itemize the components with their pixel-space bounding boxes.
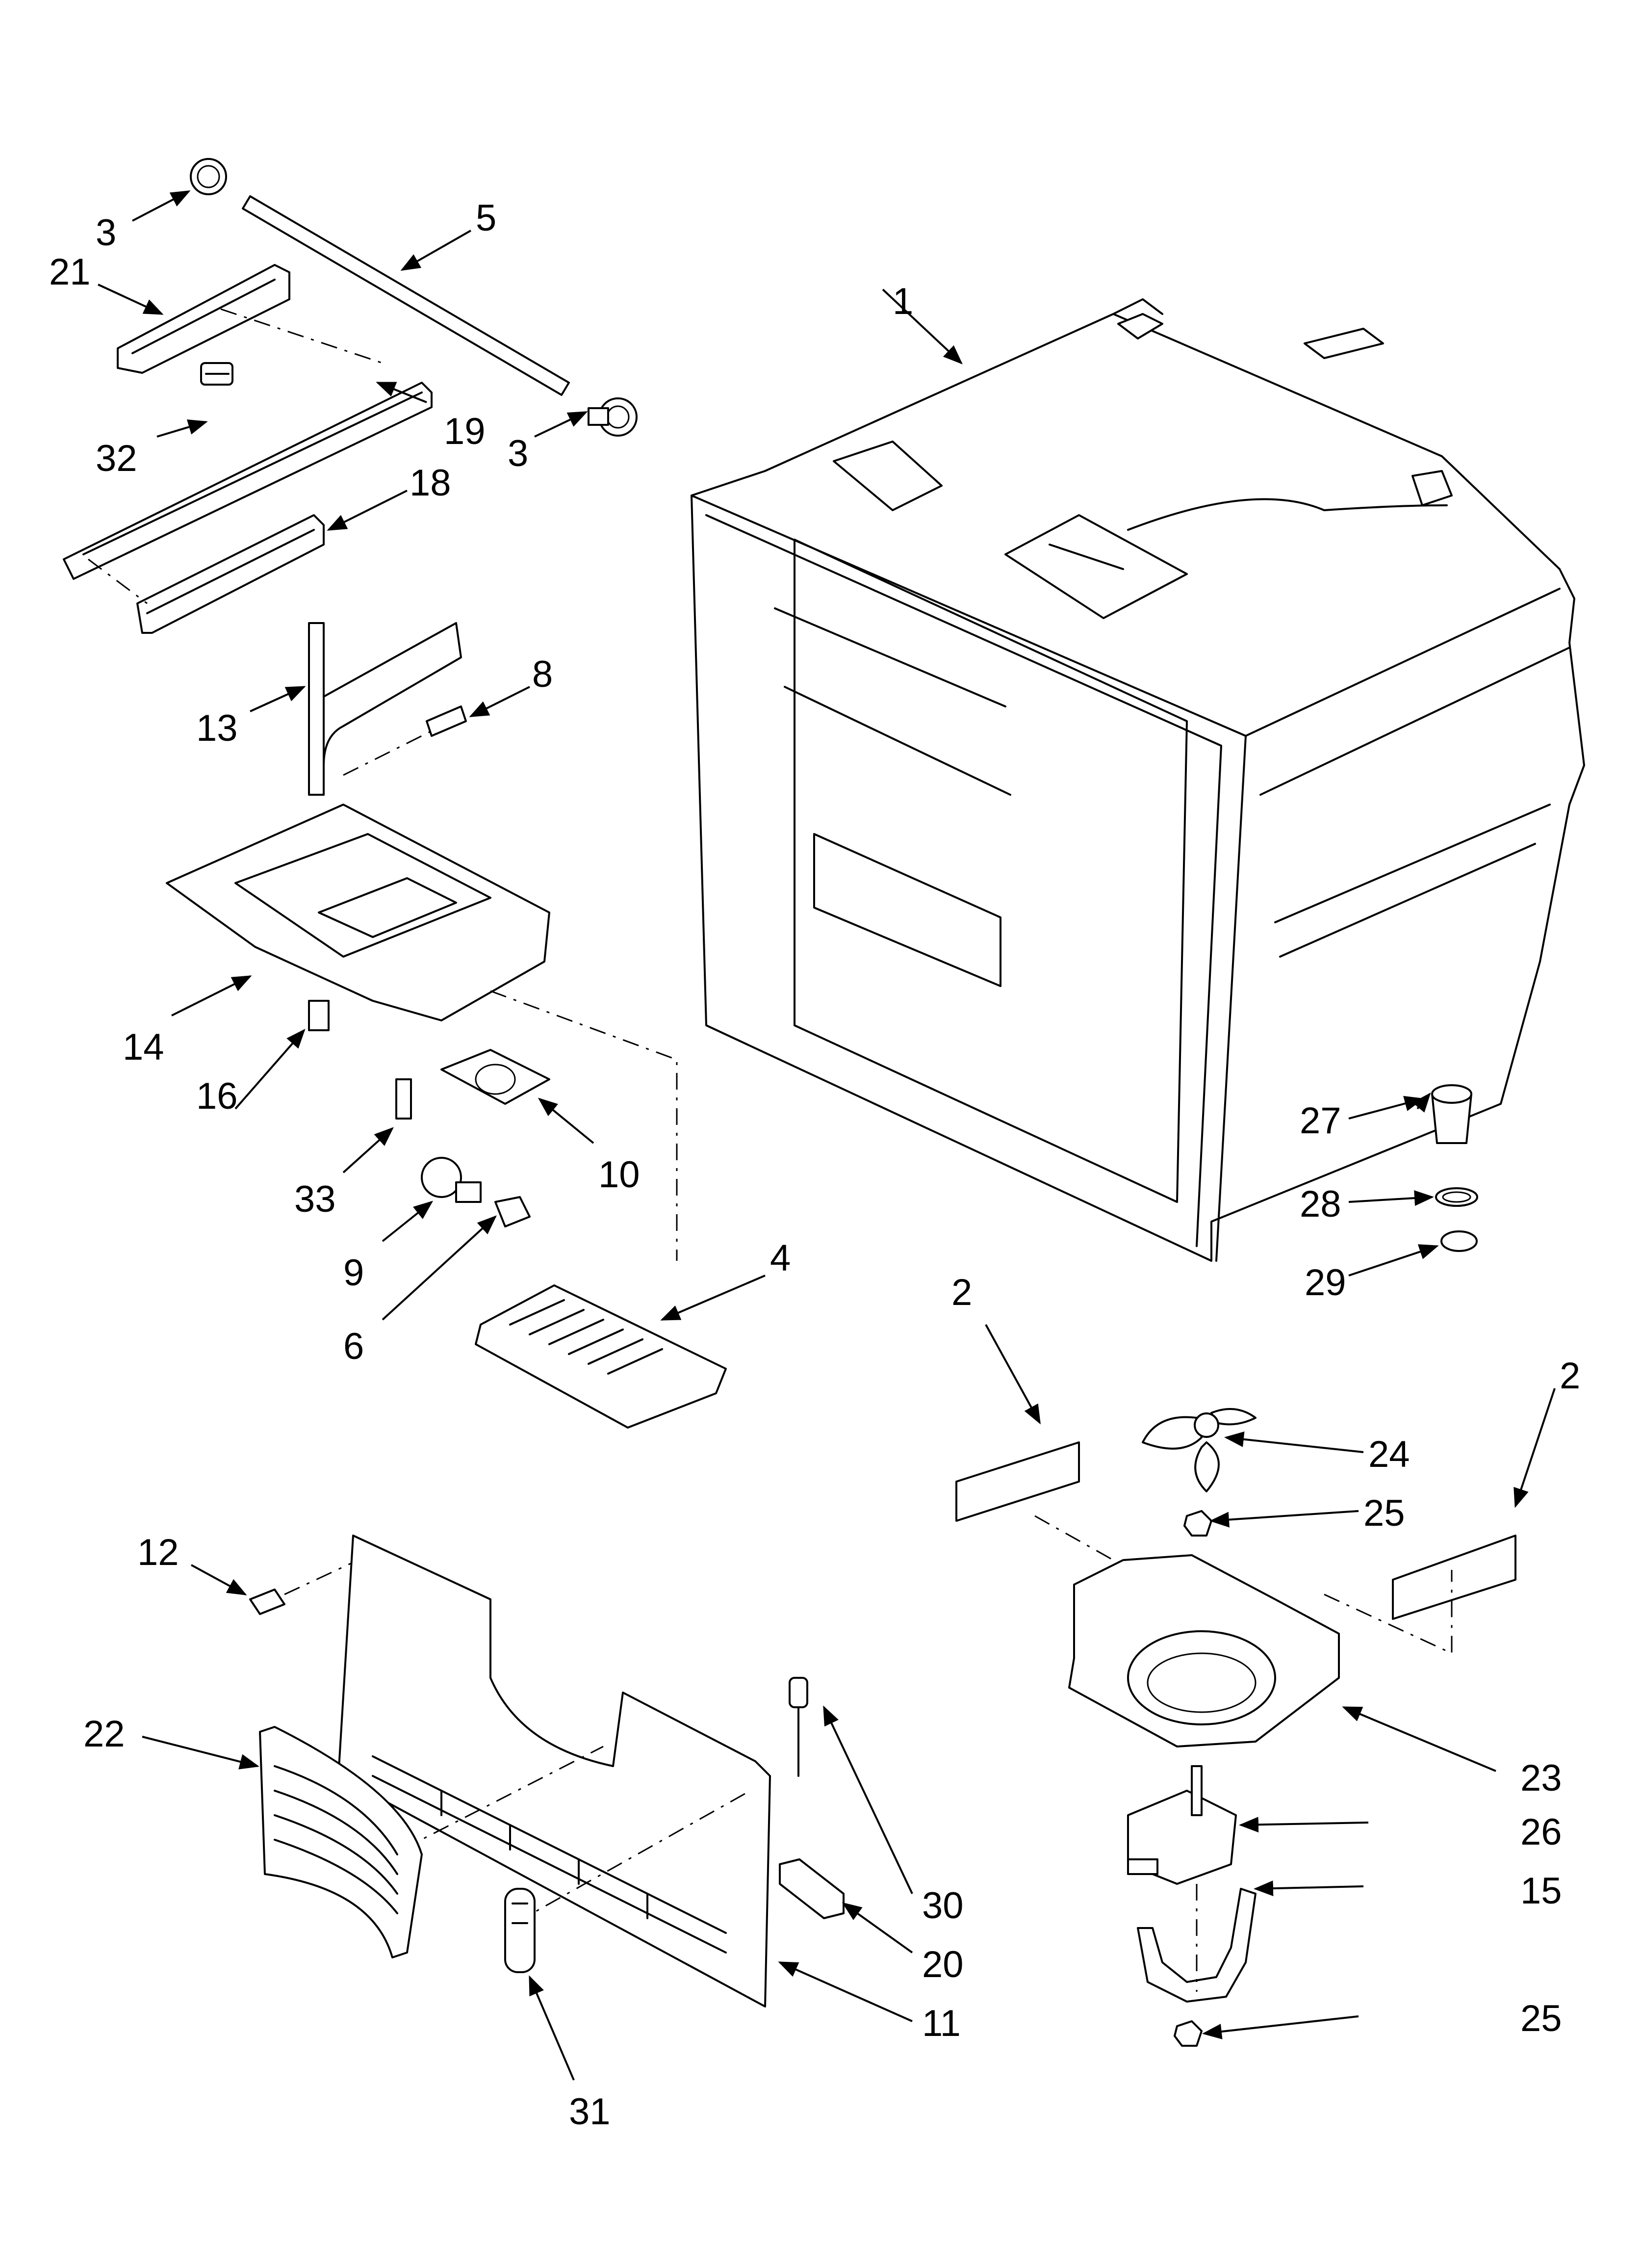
- callout-1: 1: [893, 281, 913, 322]
- callout-2: 2: [1560, 1355, 1580, 1397]
- callout-23: 23: [1520, 1757, 1562, 1799]
- callout-21: 21: [49, 251, 91, 293]
- callout-15: 15: [1520, 1870, 1562, 1912]
- callout-11: 11: [922, 2003, 961, 2044]
- callout-16: 16: [196, 1075, 238, 1117]
- callout-10: 10: [598, 1154, 640, 1196]
- light-bulb-part: [421, 1157, 482, 1203]
- screw-part: [249, 1559, 359, 1615]
- callout-25: 25: [1520, 1998, 1562, 2039]
- switch-part: [308, 1000, 330, 1031]
- callout-25: 25: [1363, 1492, 1405, 1534]
- callout-5: 5: [476, 197, 496, 239]
- slide-rail-part: [63, 382, 433, 634]
- callout-4: 4: [770, 1237, 791, 1279]
- screw-part: [200, 362, 233, 386]
- tray-part: [475, 1284, 727, 1429]
- callout-29: 29: [1305, 1262, 1346, 1303]
- gasket-part: [955, 1441, 1516, 1620]
- rear-panel-part: [337, 1535, 771, 2007]
- callout-22: 22: [83, 1713, 125, 1755]
- callout-9: 9: [343, 1252, 364, 1294]
- leveler-parts: [1431, 1084, 1478, 1252]
- light-lens-part: [440, 1049, 550, 1105]
- callout-18: 18: [410, 462, 451, 504]
- fan-blade-part: [1142, 1408, 1257, 1492]
- grille-part: [259, 1726, 423, 1958]
- screw-part: [395, 1078, 412, 1120]
- clip-part: [504, 1888, 536, 1973]
- callout-32: 32: [96, 438, 137, 479]
- fan-shroud-part: [1034, 1515, 1453, 1747]
- bracket-part: [308, 622, 462, 796]
- callout-13: 13: [196, 707, 238, 749]
- gear-part: [190, 158, 638, 437]
- screw-part: [426, 705, 467, 737]
- callout-6: 6: [343, 1326, 364, 1367]
- motor-bracket-part: [1137, 1884, 1257, 2003]
- freezer-liner-part: [691, 298, 1585, 1262]
- control-housing-part: [166, 804, 678, 1261]
- light-socket-part: [494, 1196, 531, 1227]
- callout-2: 2: [951, 1272, 972, 1313]
- thermistor-part: [789, 1677, 808, 1777]
- callout-labels: 1 2 2 3 3 4 5 6 8 9 10 11 12 13 14 15 16…: [49, 197, 1580, 2133]
- rod-part: [242, 195, 570, 396]
- nut-part: [1183, 1510, 1212, 1537]
- callout-14: 14: [123, 1026, 164, 1068]
- callout-24: 24: [1368, 1434, 1410, 1475]
- fan-motor-part: [1127, 1765, 1237, 1885]
- callout-3: 3: [508, 433, 528, 474]
- callout-8: 8: [532, 653, 553, 695]
- callout-19: 19: [444, 411, 486, 452]
- callout-12: 12: [137, 1532, 179, 1573]
- leader-arrows: [98, 190, 1556, 2081]
- nut-part: [1174, 2020, 1203, 2047]
- slide-bracket-part: [117, 264, 383, 374]
- callout-28: 28: [1300, 1183, 1341, 1225]
- callout-30: 30: [922, 1885, 964, 1927]
- callout-3: 3: [96, 212, 116, 254]
- callout-26: 26: [1520, 1811, 1562, 1853]
- callout-27: 27: [1300, 1100, 1341, 1142]
- insulation-strip-part: [779, 1858, 845, 1919]
- callout-33: 33: [294, 1178, 336, 1220]
- callout-31: 31: [569, 2091, 611, 2133]
- callout-20: 20: [922, 1944, 964, 1985]
